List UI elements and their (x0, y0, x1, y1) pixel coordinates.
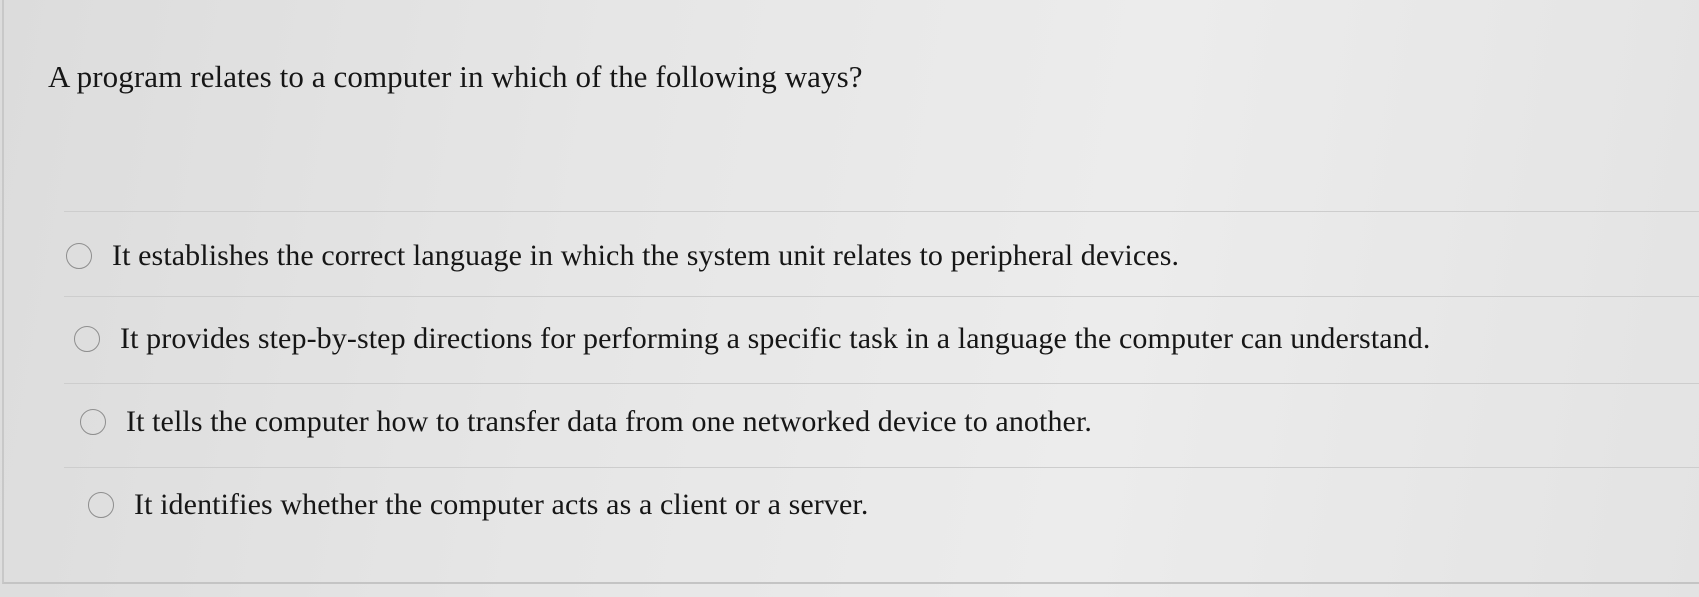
answer-option-2[interactable]: It provides step-by-step directions for … (74, 322, 1430, 356)
radio-button-option-4[interactable] (88, 492, 114, 518)
answer-option-4-label: It identifies whether the computer acts … (134, 488, 869, 521)
radio-button-option-2[interactable] (74, 326, 100, 352)
answer-option-1-label: It establishes the correct language in w… (112, 239, 1180, 272)
answer-option-3[interactable]: It tells the computer how to transfer da… (80, 405, 1092, 439)
question-card (2, 0, 1699, 584)
answer-option-3-label: It tells the computer how to transfer da… (126, 405, 1093, 438)
question-text: A program relates to a computer in which… (48, 59, 863, 94)
answer-option-1[interactable]: It establishes the correct language in w… (66, 239, 1179, 273)
divider-2 (64, 383, 1699, 384)
divider-1 (64, 296, 1699, 297)
divider-3 (64, 467, 1699, 468)
answer-option-4[interactable]: It identifies whether the computer acts … (88, 488, 868, 522)
radio-button-option-3[interactable] (80, 409, 106, 435)
divider-top (64, 211, 1699, 212)
answer-option-2-label: It provides step-by-step directions for … (120, 322, 1431, 355)
radio-button-option-1[interactable] (66, 243, 92, 269)
